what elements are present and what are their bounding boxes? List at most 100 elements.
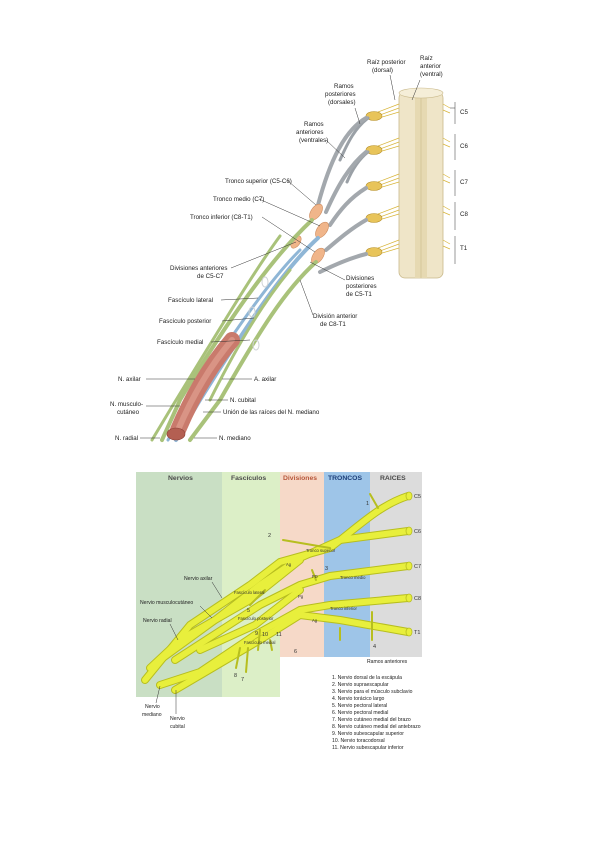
n-axilar-label: N. axilar [118,376,141,383]
level-label: C7 [460,179,468,186]
nerve-rootlets [377,103,451,255]
divisiones-posteriores-label: posteriores [346,283,377,290]
nerve-labels-top: N. axilar A. axilar N. musculo- cutáneo … [110,376,320,442]
n-musculocutaneo-label: N. musculo- [110,401,143,408]
nervio-musculocutaneo-label: Nervio musculocutáneo [140,600,193,606]
ramos-posteriores-label: Ramos [334,83,354,90]
fasciculo-medial-label: Fascículo medial [157,339,203,346]
branch-number: 1 [366,501,369,507]
ramos-anteriores-label: Ramos [304,121,324,128]
schema-level-labels: C5 C6 C7 C8 T1 [414,494,421,636]
column-troncos [324,472,370,657]
raiz-anterior-label: (ventral) [420,71,443,78]
anterior-rami [316,116,368,274]
branch-number: 5 [247,608,250,614]
nervio-mediano-label: Nervio [145,704,160,710]
spinal-cord [398,87,444,279]
brachial-plexus-schema: Nervios Fascículos Divisiones TRONCOS RA… [136,472,422,751]
nervio-mediano-label: mediano [142,712,162,718]
divisiones-anteriores-label: de C5-C7 [197,273,224,280]
division-anterior-label: División anterior [313,313,357,320]
ramos-anteriores-label: (ventrales) [299,137,328,144]
cord-bundles [150,218,320,442]
raiz-anterior-label: anterior [420,63,441,70]
level-label: C8 [460,211,468,218]
cord-labels: Fascículo lateral Fascículo posterior Fa… [157,297,259,346]
header-nervios: Nervios [168,475,193,482]
branch-number: 10 [262,632,268,638]
divisiones-anteriores-label: Divisiones anteriores [170,265,227,272]
trunk-label: Tronco superior [306,548,336,553]
ramos-posteriores-label: (dorsales) [328,99,356,106]
tronco-medio-label: Tronco medio (C7) [213,196,264,203]
level-label: C5 [414,494,421,500]
header-raices: RAICES [380,475,406,482]
division-label: Ag [286,562,292,567]
level-label: C5 [460,109,468,116]
header-troncos: TRONCOS [328,475,362,482]
division-markers [290,203,329,265]
branch-number: 9 [255,631,258,637]
fasciculo-posterior-label: Fascículo posterior [159,318,211,325]
division-anterior-label: de C8-T1 [320,321,346,328]
branch-number: 3 [325,566,328,572]
schema-inner-labels: Tronco superior Tronco medio Tronco infe… [234,548,366,645]
a-axilar-label: A. axilar [254,376,276,383]
header-fasciculos: Fascículos [231,475,266,482]
trunk-label: Tronco inferior [330,606,357,611]
schema-numbers: 1 2 3 4 5 6 7 8 9 10 11 [234,501,376,683]
legend-item: 4. Nervio torácico largo [332,696,385,702]
n-radial-label: N. radial [115,435,138,442]
nervio-radial-label: Nervio radial [143,618,172,624]
level-label: T1 [414,630,420,636]
vessel-loops [248,276,269,351]
fasciculo-label: Fascículo medial [244,640,275,645]
divisiones-posteriores-label: Divisiones [346,275,374,282]
brachial-plexus-illustration: C5 C6 C7 C8 T1 Raíz posterior (dorsal) R… [110,55,468,442]
legend-item: 7. Nervio cutáneo medial del brazo [332,717,411,723]
legend-item: 2. Nervio supraescapular [332,682,389,688]
divisiones-posteriores-label: de C5-T1 [346,291,372,298]
legend: 1. Nervio dorsal de la escápula 2. Nervi… [332,675,421,751]
ramos-anteriores-label: Ramos anteriores [367,659,408,665]
n-cubital-label: N. cubital [230,397,256,404]
fasciculo-lateral-label: Fascículo lateral [168,297,213,304]
union-label: Unión de las raíces del N. mediano [223,409,320,416]
n-musculocutaneo-label: cutáneo [117,409,140,416]
n-mediano-label: N. mediano [219,435,251,442]
nervio-cubital-label: cubital [170,724,185,730]
level-label: C8 [414,596,421,602]
header-divisiones: Divisiones [283,475,317,482]
raiz-posterior-label: Raíz posterior [367,59,406,66]
nervio-axilar-label: Nervio axilar [184,576,213,582]
raiz-anterior-label: Raíz [420,55,433,62]
branch-number: 4 [373,644,376,650]
trunk-labels: Tronco superior (C5-C6) Tronco medio (C7… [190,178,321,253]
raiz-posterior-label: (dorsal) [372,67,393,74]
division-label: PD [312,574,318,579]
trunk-label: Tronco medio [340,575,366,580]
legend-item: 10. Nervio toracodorsal [332,738,385,744]
tronco-superior-label: Tronco superior (C5-C6) [225,178,292,185]
division-label: Pg [298,594,304,599]
level-label: C7 [414,564,421,570]
legend-item: 1. Nervio dorsal de la escápula [332,675,402,681]
ramos-anteriores-label: anteriores [296,129,324,136]
column-headers: Nervios Fascículos Divisiones TRONCOS RA… [168,475,406,482]
tronco-inferior-label: Tronco inferior (C8-T1) [190,214,253,221]
ramos-posteriores-label: posteriores [325,91,356,98]
level-label: C6 [414,529,421,535]
level-label: T1 [460,245,468,252]
level-labels-top: C5 C6 C7 C8 T1 [450,102,468,264]
axillary-artery [166,332,240,441]
legend-item: 8. Nervio cutáneo medial del antebrazo [332,724,421,730]
branch-number: 7 [241,677,244,683]
legend-item: 5. Nervio pectoral lateral [332,703,387,709]
branch-number: 8 [234,673,237,679]
legend-item: 11. Nervio subescapular inferior [332,745,404,751]
branch-number: 2 [268,533,271,539]
nervio-cubital-label: Nervio [170,716,185,722]
fasciculo-label: Fascículo posterior [238,616,274,621]
schema-nerve-labels: Nervio axilar Nervio musculocutáneo Nerv… [140,576,223,730]
